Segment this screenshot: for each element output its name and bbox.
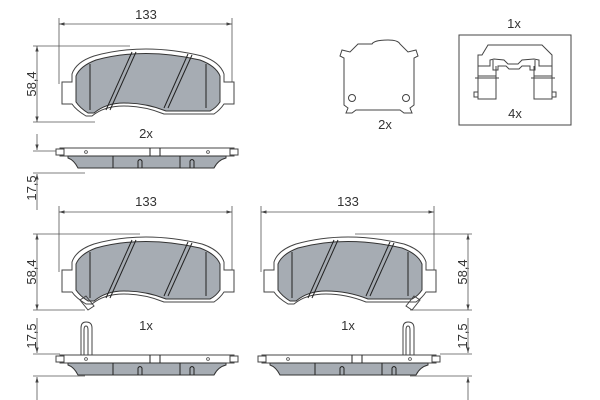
bottom-left-height-label: 58,4 [24, 259, 39, 284]
clip-kit-quantity: 1x [507, 16, 521, 31]
bottom-left-pad-face [61, 236, 235, 305]
top-left-height-label: 58,4 [24, 71, 39, 96]
shim-group: 2x [339, 39, 419, 132]
top-left-pad-group: 133 58,4 2x 17,5 [24, 7, 239, 210]
shim-quantity: 2x [378, 117, 392, 132]
clip-quantity: 4x [508, 106, 522, 121]
clip-kit-box [458, 34, 572, 126]
bottom-right-pad-face [263, 236, 437, 305]
bottom-left-width-label: 133 [135, 194, 157, 209]
bottom-left-thickness-label: 17,5 [24, 323, 39, 348]
shim-outline [339, 39, 419, 114]
bottom-left-quantity: 1x [139, 318, 153, 333]
bottom-right-height-label: 58,4 [455, 259, 470, 284]
bottom-right-pad-side-profile [257, 354, 441, 376]
top-left-quantity: 2x [139, 126, 153, 141]
abutment-clip-icon [473, 44, 557, 100]
top-left-width-label: 133 [135, 7, 157, 22]
bottom-right-width-label: 133 [337, 194, 359, 209]
bottom-right-thickness-label: 17,5 [455, 323, 470, 348]
bottom-left-pad-group: 133 58,4 1x 17,5 [24, 194, 239, 400]
top-left-pad-face [61, 48, 235, 117]
bottom-right-pad-group: 133 58,4 1x 17,5 [257, 194, 472, 400]
clip-kit-group: 1x 4x [458, 16, 572, 126]
bottom-right-quantity: 1x [341, 318, 355, 333]
top-left-thickness-label: 17,5 [24, 175, 39, 200]
top-left-pad-side-profile [55, 147, 239, 169]
bottom-left-pad-side-profile [55, 354, 239, 376]
